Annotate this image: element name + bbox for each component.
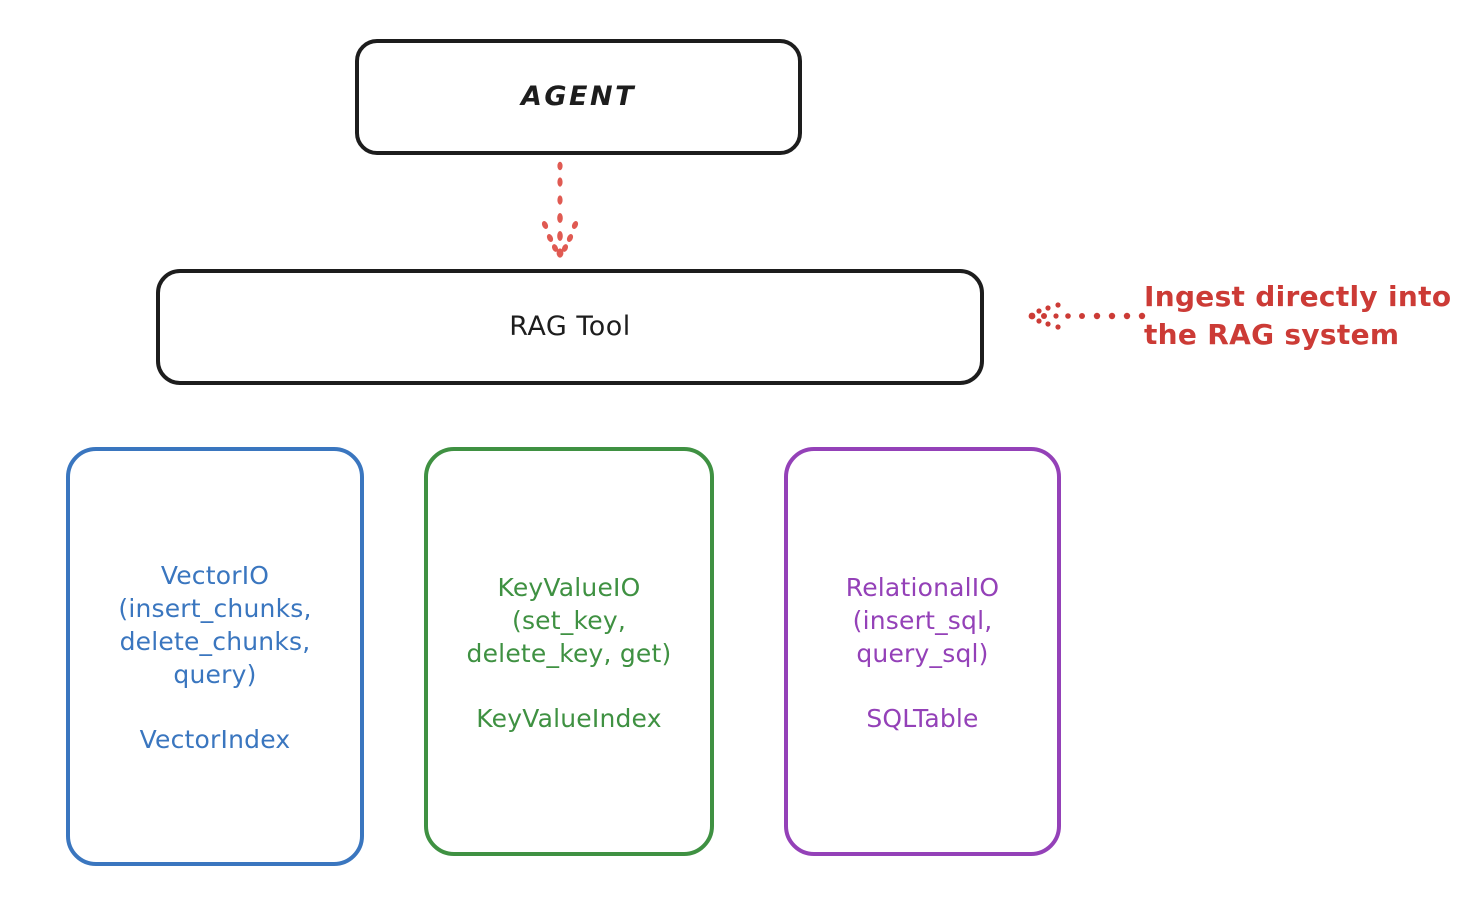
edge-agent-to-rag-tool-arrow	[541, 161, 579, 258]
node-key-value-io-label: KeyValueIO (set_key, delete_key, get)	[466, 572, 672, 668]
node-relational-io-sublabel: SQLTable	[866, 703, 979, 733]
node-key-value-io-sublabel: KeyValueIndex	[476, 703, 662, 733]
node-vector-io-label: VectorIO (insert_chunks, delete_chunks, …	[118, 561, 312, 689]
node-vector-io-sublabel: VectorIndex	[139, 725, 291, 754]
edge-ingest-arrow	[1028, 302, 1146, 330]
node-rag-tool-label: RAG Tool	[509, 311, 631, 343]
annotation-ingest: Ingest directly into the RAG system	[1144, 280, 1452, 351]
node-vector-io[interactable]: VectorIO (insert_chunks, delete_chunks, …	[66, 447, 364, 866]
node-key-value-io[interactable]: KeyValueIO (set_key, delete_key, get) Ke…	[424, 447, 714, 856]
node-agent[interactable]: AGENT	[355, 39, 802, 155]
node-relational-io-label: RelationalIO (insert_sql, query_sql)	[845, 572, 1000, 668]
node-rag-tool[interactable]: RAG Tool	[156, 269, 984, 385]
node-relational-io[interactable]: RelationalIO (insert_sql, query_sql) SQL…	[784, 447, 1061, 856]
node-agent-label: AGENT	[520, 81, 636, 113]
